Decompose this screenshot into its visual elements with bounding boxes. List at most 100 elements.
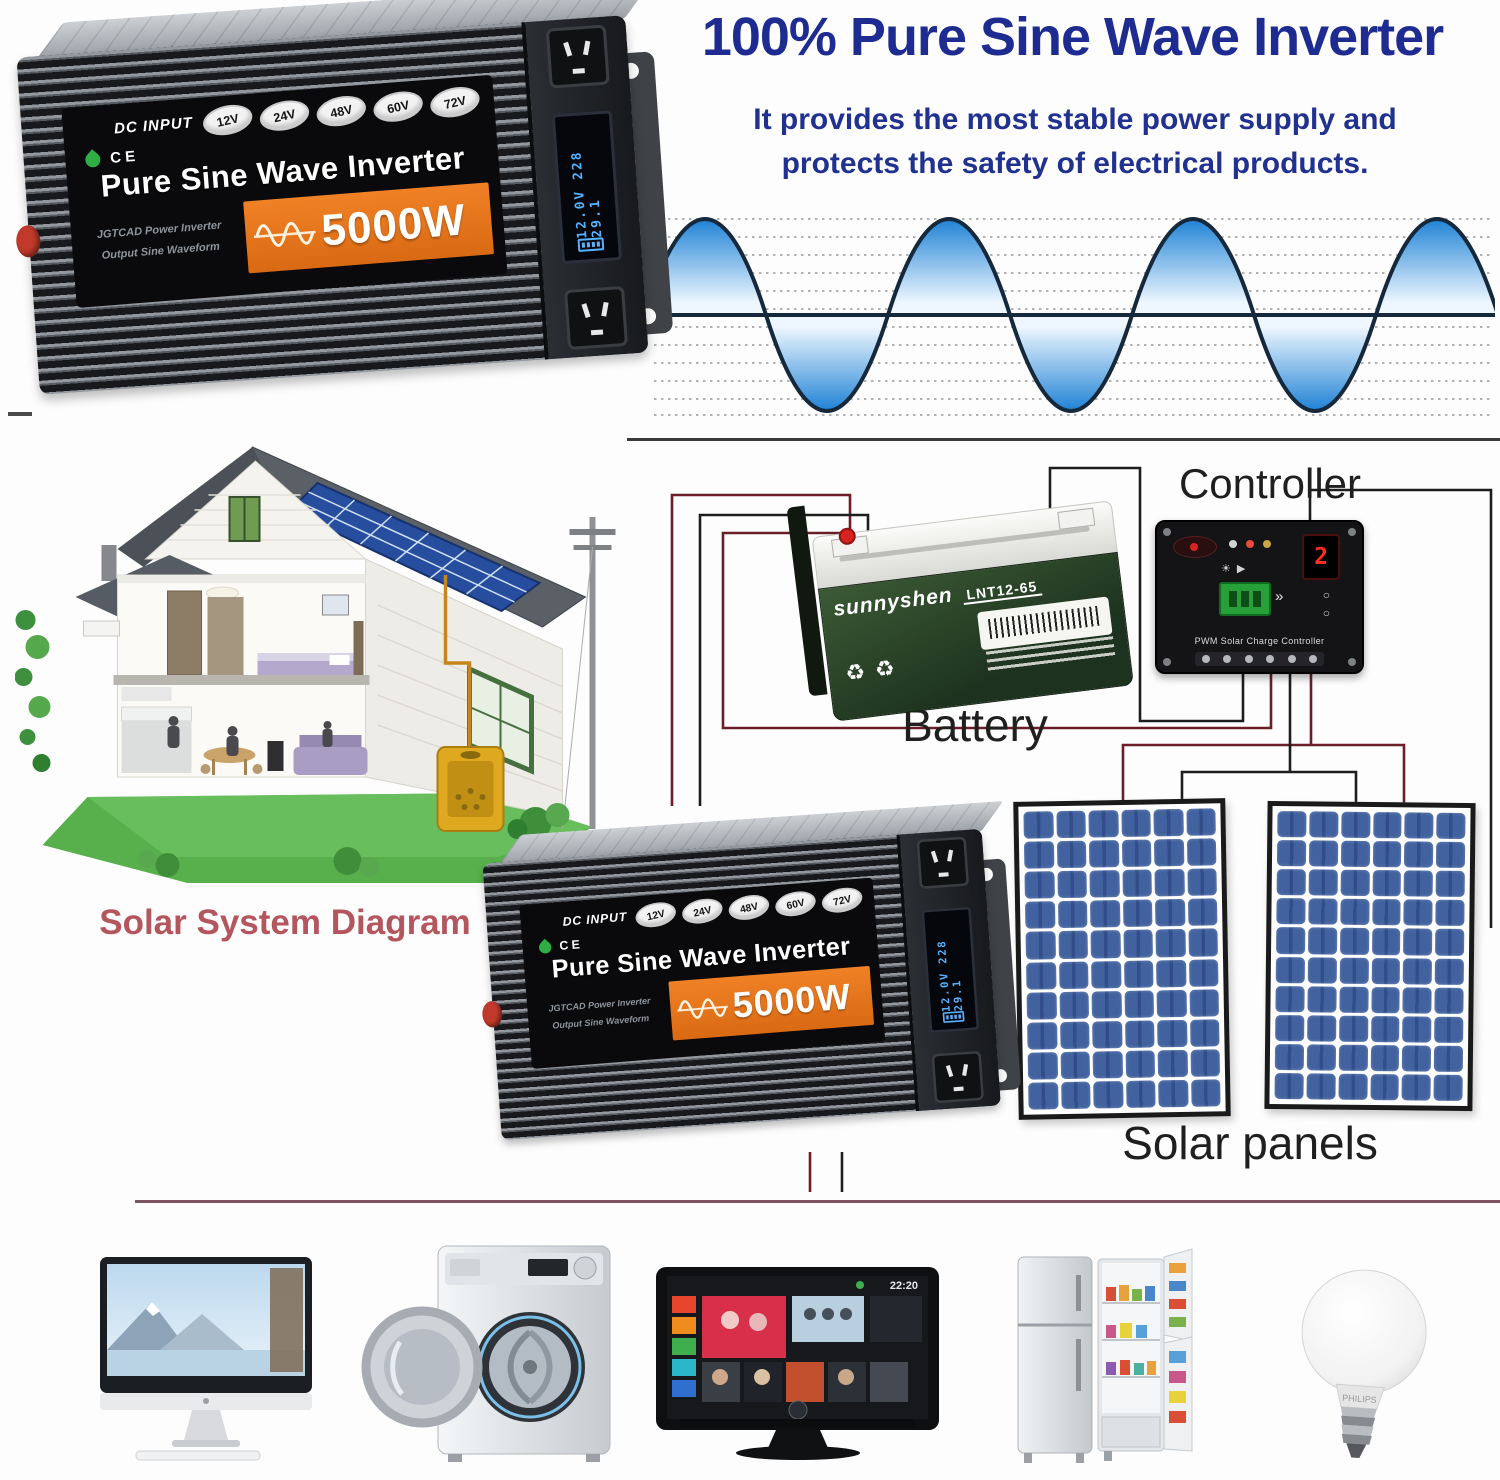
- solar-cell: [1091, 990, 1122, 1019]
- solar-panel: [1013, 798, 1231, 1120]
- solar-cell: [1433, 1074, 1463, 1101]
- solar-cell: [1339, 986, 1369, 1013]
- controller-label: Controller: [1178, 460, 1362, 507]
- controller-display: 2: [1302, 534, 1340, 580]
- product-small-text: JGTCAD Power Inverter Output Sine Wavefo…: [96, 219, 222, 262]
- solar-cell: [1435, 929, 1465, 956]
- controller-status-leds: [1229, 540, 1271, 548]
- controller-terminal-block: [1219, 582, 1271, 616]
- computer-monitor: [80, 1252, 335, 1472]
- solar-cell: [1436, 841, 1466, 869]
- solar-cell: [1157, 1019, 1188, 1048]
- solar-cell: [1306, 1044, 1336, 1071]
- solar-cell: [1125, 1080, 1156, 1108]
- solar-cell: [1307, 956, 1337, 984]
- controller-product-text: PWM Solar Charge Controller: [1194, 636, 1325, 646]
- power-rating: 5000W: [731, 976, 853, 1026]
- solar-cell: [1190, 1079, 1221, 1107]
- utility-pole: [589, 517, 596, 829]
- solar-cell: [1158, 1079, 1189, 1108]
- lcd-readout: 12.0V 228 29.1: [569, 149, 606, 240]
- sine-wave-graphic: [641, 205, 1500, 430]
- voltage-badge: 48V: [726, 891, 772, 924]
- voltage-badge: 24V: [256, 96, 313, 136]
- solar-cell: [1276, 927, 1306, 954]
- solar-cell: [1189, 988, 1220, 1017]
- solar-cell: [1090, 930, 1121, 959]
- solar-cell: [1122, 899, 1153, 928]
- power-banner: 5000W: [668, 965, 875, 1041]
- product-small-text: JGTCAD Power Inverter Output Sine Wavefo…: [548, 996, 651, 1031]
- house-illustration: [14, 425, 630, 890]
- bottom-divider: [135, 1200, 1500, 1203]
- controller-arrows: »: [1275, 588, 1286, 605]
- solar-cell: [1123, 929, 1153, 958]
- controller-led-window: [1173, 536, 1217, 558]
- voltage-badge: 60V: [370, 87, 426, 127]
- solar-cell: [1371, 928, 1401, 955]
- sine-wave-curve: [641, 217, 1500, 413]
- solar-cell: [1056, 840, 1087, 869]
- solar-cell: [1434, 987, 1464, 1014]
- vine-left: [14, 610, 51, 772]
- solar-cell: [1124, 990, 1155, 1018]
- solar-cell: [1274, 1043, 1304, 1071]
- solar-cell: [1306, 1015, 1337, 1042]
- solar-panels-label: Solar panels: [1122, 1117, 1378, 1169]
- house-caption: Solar System Diagram: [99, 903, 471, 942]
- solar-cell: [1404, 812, 1434, 839]
- solar-cell: [1309, 811, 1339, 838]
- solar-cell: [1401, 1074, 1431, 1101]
- solar-cell: [1404, 841, 1434, 868]
- lcd-readout: 12.0V 228 29.1: [935, 939, 966, 1013]
- solar-cell: [1027, 1021, 1058, 1050]
- solar-cell: [1125, 1050, 1156, 1078]
- voltage-badge: 72V: [427, 82, 483, 122]
- solar-cell: [1023, 811, 1054, 839]
- solar-cell: [1154, 869, 1185, 897]
- sine-wave-icon: [253, 221, 316, 247]
- solar-cell: [1369, 1073, 1400, 1101]
- inverter-photo-top: DC INPUT 12V 24V 48V 60V 72V CE Pure Sin…: [15, 0, 674, 422]
- ac-outlet: [545, 24, 610, 89]
- solar-cell: [1089, 870, 1120, 898]
- solar-cell: [1121, 839, 1152, 868]
- fridge-food-items: [1106, 1285, 1156, 1375]
- tv-app-tiles: [672, 1296, 922, 1402]
- smart-tv: 22:20: [650, 1262, 950, 1472]
- solar-cell: [1371, 957, 1401, 984]
- solar-cell: [1027, 1051, 1058, 1080]
- solar-cell: [1025, 931, 1056, 960]
- solar-cell: [1058, 961, 1089, 989]
- solar-cell: [1091, 960, 1121, 989]
- charge-controller-photo: ☀▶ 2 ○○ » PWM Solar Charge Controller: [1155, 520, 1364, 674]
- solar-cell: [1370, 986, 1401, 1014]
- voltage-badge: 60V: [772, 887, 819, 920]
- solar-cell: [1339, 957, 1369, 984]
- solar-cell: [1157, 1049, 1188, 1078]
- solar-cell: [1403, 899, 1433, 927]
- inverter-body: DC INPUT 12V 24V 48V 60V 72V CE Pure Sin…: [481, 828, 1001, 1141]
- solar-cell: [1308, 840, 1338, 867]
- inverter-label-panel: DC INPUT 12V 24V 48V 60V 72V CE Pure Sin…: [61, 74, 508, 308]
- battery-gauge-icon: [942, 1010, 965, 1023]
- solar-cell: [1275, 985, 1305, 1013]
- solar-cell: [1092, 1050, 1123, 1079]
- ce-mark: CE: [558, 937, 584, 953]
- solar-cell: [1156, 989, 1187, 1018]
- solar-cell: [1060, 1081, 1091, 1110]
- solar-cell: [1402, 1045, 1432, 1072]
- washing-machine: [360, 1232, 630, 1477]
- solar-cell: [1340, 811, 1371, 839]
- solar-cell: [1088, 840, 1119, 868]
- solar-cell: [1026, 961, 1057, 990]
- solar-cell: [1187, 898, 1218, 927]
- solar-cell: [1308, 898, 1338, 926]
- voltage-badge: 12V: [633, 898, 679, 931]
- solar-cell: [1403, 870, 1434, 897]
- battery-model: LNT12-65: [961, 577, 1043, 606]
- solar-cell: [1024, 871, 1055, 899]
- solar-cell: [1188, 958, 1219, 987]
- solar-cell: [1403, 928, 1433, 956]
- power-knob: [15, 224, 42, 259]
